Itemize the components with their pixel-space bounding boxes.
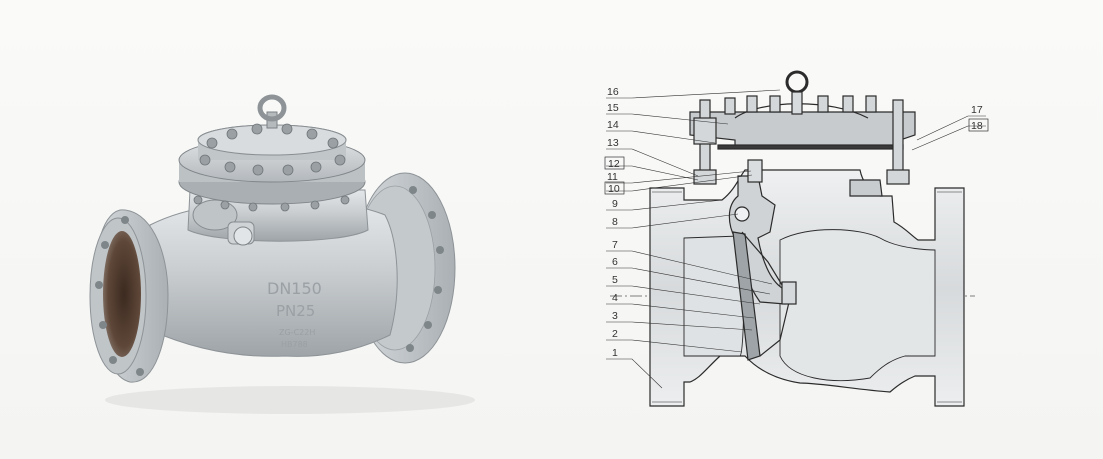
callout-12: 12 — [608, 158, 620, 170]
callout-7: 7 — [612, 239, 618, 251]
callout-5: 5 — [612, 274, 618, 286]
callout-3: 3 — [612, 310, 618, 322]
cast-mark-size: DN150 — [267, 279, 322, 298]
callout-15: 15 — [607, 102, 619, 114]
cast-mark-material: ZG-C22H — [279, 328, 315, 337]
bonnet-cover — [178, 94, 366, 212]
callout-6: 6 — [612, 256, 618, 268]
callout-numbers: 16 15 14 13 12 11 10 9 8 7 6 5 4 3 2 1 1… — [607, 86, 983, 359]
callout-boxes — [604, 118, 989, 195]
callout-10: 10 — [608, 183, 620, 195]
callout-11: 11 — [607, 171, 618, 183]
cast-markings: DN150 PN25 ZG-C22H HB788 — [267, 279, 322, 349]
cast-mark-code: HB788 — [281, 340, 308, 349]
callout-18: 18 — [971, 120, 983, 132]
left-flange — [89, 209, 169, 383]
callout-4: 4 — [612, 292, 618, 304]
callout-2: 2 — [612, 328, 618, 340]
callout-8: 8 — [612, 216, 618, 228]
callout-17: 17 — [971, 104, 983, 116]
cast-mark-pressure: PN25 — [276, 302, 315, 320]
callout-1: 1 — [612, 347, 618, 359]
callout-9: 9 — [612, 198, 618, 210]
callout-13: 13 — [607, 137, 619, 149]
cover-section — [689, 111, 916, 147]
eyebolt — [257, 94, 287, 129]
callout-16: 16 — [607, 86, 619, 98]
callout-14: 14 — [607, 119, 619, 131]
callouts — [606, 89, 986, 389]
section-drawing — [610, 70, 975, 407]
valve-photo: DN150 PN25 ZG-C22H HB788 — [89, 94, 475, 414]
